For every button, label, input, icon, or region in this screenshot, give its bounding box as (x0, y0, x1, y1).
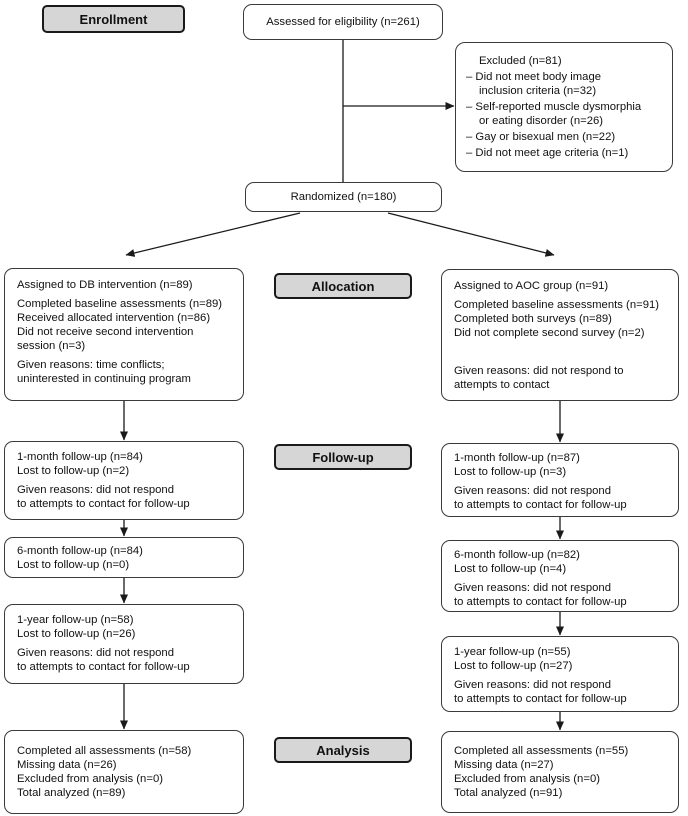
db-1year-followup-box: 1-year follow-up (n=58) Lost to follow-up… (4, 604, 244, 684)
text-paragraph: Completed all assessments (n=58) Missing … (17, 744, 239, 800)
text-line: Lost to follow-up (n=3) (454, 466, 567, 478)
aoc-1month-followup-box: 1-month follow-up (n=87) Lost to follow-u… (441, 443, 679, 517)
text-paragraph: 1-year follow-up (n=55) Lost to follow-up… (454, 645, 674, 673)
text-line: Total analyzed (n=89) (17, 787, 126, 799)
assessed-eligibility-box: Assessed for eligibility (n=261) (243, 4, 443, 40)
text-paragraph (454, 345, 674, 359)
db-6month-followup-box: 6-month follow-up (n=84) Lost to follow-u… (4, 537, 244, 578)
text-line: Assigned to DB intervention (n=89) (17, 279, 193, 291)
randomized-box: Randomized (n=180) (245, 182, 442, 212)
followup-stage-label: Follow-up (274, 444, 412, 470)
text-paragraph: 6-month follow-up (n=82) Lost to follow-u… (454, 548, 674, 576)
aoc-allocation-box: Assigned to AOC group (n=91) Completed ba… (441, 269, 679, 401)
text-line: Given reasons: did not respond to (454, 365, 624, 377)
text-paragraph: Assigned to DB intervention (n=89) (17, 278, 239, 292)
text-paragraph: – Did not meet body image inclusion crite… (466, 70, 668, 98)
text-paragraph: Given reasons: did not respond to attempt… (454, 364, 674, 392)
text-line: Total analyzed (n=91) (454, 787, 563, 799)
text-line: – Did not meet age criteria (n=1) (466, 147, 629, 159)
text-line: Completed both surveys (n=89) (454, 313, 612, 325)
text-line: Did not complete second survey (n=2) (454, 327, 645, 339)
text-line: Completed all assessments (n=58) (17, 745, 192, 757)
text-line: Received allocated intervention (n=86) (17, 312, 211, 324)
text-paragraph: Given reasons: did not respond to attempt… (454, 581, 674, 609)
text-paragraph: – Self-reported muscle dysmorphia or eati… (466, 100, 668, 128)
text-line (454, 345, 674, 359)
text-paragraph: 1-month follow-up (n=84) Lost to follow-u… (17, 450, 239, 478)
text-line: Lost to follow-up (n=26) (17, 628, 136, 640)
text-paragraph: Given reasons: did not respond to attempt… (454, 484, 674, 512)
text-line: – Self-reported muscle dysmorphia (466, 101, 642, 113)
analysis-stage-label: Analysis (274, 737, 412, 763)
text-paragraph: – Gay or bisexual men (n=22) (466, 130, 668, 144)
text-paragraph: 6-month follow-up (n=84) Lost to follow-u… (17, 544, 239, 572)
text-paragraph: Excluded (n=81) (466, 54, 668, 68)
db-1month-followup-box: 1-month follow-up (n=84) Lost to follow-u… (4, 441, 244, 520)
text-line: to attempts to contact for follow-up (17, 498, 190, 510)
text-line: to attempts to contact for follow-up (17, 661, 190, 673)
text-line: 1-year follow-up (n=55) (454, 646, 571, 658)
text-line: Given reasons: did not respond (17, 647, 174, 659)
text-paragraph: Given reasons: did not respond to attempt… (454, 678, 674, 706)
text-line: – Gay or bisexual men (n=22) (466, 131, 616, 143)
text-line: 1-month follow-up (n=84) (17, 451, 143, 463)
text-line: Given reasons: did not respond (454, 582, 611, 594)
text-line: to attempts to contact for follow-up (454, 499, 627, 511)
db-analysis-box: Completed all assessments (n=58) Missing … (4, 730, 244, 814)
text-line: Completed all assessments (n=55) (454, 745, 629, 757)
text-line: 1-year follow-up (n=58) (17, 614, 134, 626)
aoc-analysis-box: Completed all assessments (n=55) Missing … (441, 731, 679, 813)
text-line: Excluded from analysis (n=0) (17, 773, 163, 785)
db-allocation-box: Assigned to DB intervention (n=89) Comple… (4, 268, 244, 401)
assessed-eligibility-text: Assessed for eligibility (n=261) (266, 16, 420, 28)
text-line: 6-month follow-up (n=84) (17, 545, 143, 557)
text-line: Lost to follow-up (n=4) (454, 563, 567, 575)
text-line: Given reasons: did not respond (17, 484, 174, 496)
text-paragraph: Completed baseline assessments (n=91) Com… (454, 298, 674, 340)
text-line: – Did not meet body image (466, 71, 602, 83)
allocation-stage-label: Allocation (274, 273, 412, 299)
excluded-box: Excluded (n=81) – Did not meet body image… (455, 42, 673, 172)
text-line: Lost to follow-up (n=0) (17, 559, 130, 571)
text-line: session (n=3) (17, 340, 86, 352)
aoc-1year-followup-box: 1-year follow-up (n=55) Lost to follow-up… (441, 636, 679, 712)
text-paragraph: 1-month follow-up (n=87) Lost to follow-u… (454, 451, 674, 479)
text-line: Completed baseline assessments (n=91) (454, 299, 660, 311)
text-line: Missing data (n=27) (454, 759, 554, 771)
text-line: to attempts to contact for follow-up (454, 693, 627, 705)
text-line: Lost to follow-up (n=27) (454, 660, 573, 672)
text-line: Given reasons: time conflicts; (17, 359, 165, 371)
enrollment-stage-label: Enrollment (42, 5, 185, 33)
text-line: Did not receive second intervention (17, 326, 194, 338)
text-line: attempts to contact (454, 379, 550, 391)
text-line: Excluded (n=81) (479, 55, 562, 67)
text-line: uninterested in continuing program (17, 373, 191, 385)
aoc-6month-followup-box: 6-month follow-up (n=82) Lost to follow-u… (441, 540, 679, 612)
text-line: Lost to follow-up (n=2) (17, 465, 130, 477)
text-line: Given reasons: did not respond (454, 679, 611, 691)
text-line: inclusion criteria (n=32) (479, 85, 597, 97)
randomized-text: Randomized (n=180) (290, 191, 397, 203)
text-paragraph: Completed baseline assessments (n=89) Rec… (17, 297, 239, 353)
connector-randomized-to-left (125, 212, 301, 257)
text-line: Given reasons: did not respond (454, 485, 611, 497)
text-line: 6-month follow-up (n=82) (454, 549, 580, 561)
text-paragraph: Given reasons: did not respond to attempt… (17, 646, 239, 674)
text-line: Excluded from analysis (n=0) (454, 773, 600, 785)
text-paragraph: Completed all assessments (n=55) Missing … (454, 744, 674, 800)
text-line: Completed baseline assessments (n=89) (17, 298, 223, 310)
text-paragraph: – Did not meet age criteria (n=1) (466, 146, 668, 160)
text-paragraph: Assigned to AOC group (n=91) (454, 279, 674, 293)
text-line: Missing data (n=26) (17, 759, 117, 771)
text-paragraph: 1-year follow-up (n=58) Lost to follow-up… (17, 613, 239, 641)
connector-randomized-to-right (387, 212, 555, 257)
text-line: 1-month follow-up (n=87) (454, 452, 580, 464)
text-line: to attempts to contact for follow-up (454, 596, 627, 608)
text-paragraph: Given reasons: time conflicts; uninterest… (17, 358, 239, 386)
text-line: Assigned to AOC group (n=91) (454, 280, 609, 292)
text-line: or eating disorder (n=26) (479, 115, 604, 127)
text-paragraph: Given reasons: did not respond to attempt… (17, 483, 239, 511)
